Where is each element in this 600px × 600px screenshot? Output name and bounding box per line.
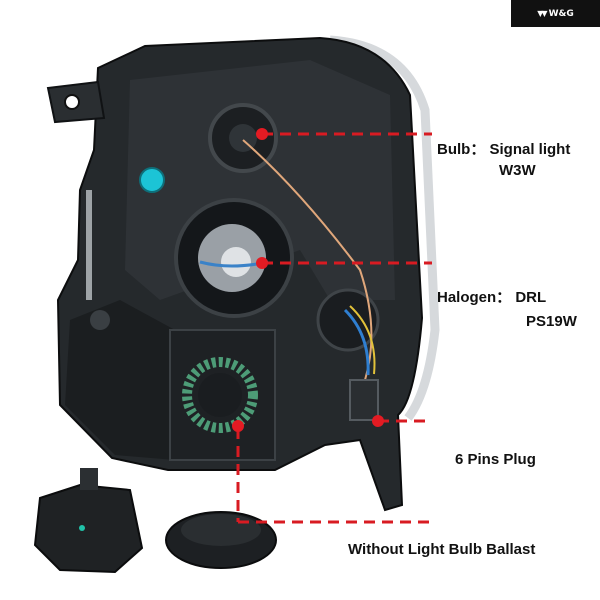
housing-panel-lower xyxy=(65,300,175,460)
dust-cover-tab xyxy=(80,468,98,490)
callout-bulb-value: W3W xyxy=(499,162,536,179)
dust-cover-dot xyxy=(79,525,85,531)
led-ring xyxy=(182,357,258,433)
six-pin-plug xyxy=(349,379,379,421)
marker-bulb xyxy=(256,128,268,140)
mounting-hole xyxy=(64,94,80,110)
callout-lines xyxy=(236,132,432,524)
marker-plug xyxy=(372,415,384,427)
marker-ballast xyxy=(232,420,244,432)
brand-text: W&G xyxy=(548,8,574,19)
projector-lens xyxy=(198,373,242,417)
callout-ballast-label: Without Light Bulb Ballast xyxy=(348,541,536,558)
callout-halogen-value: PS19W xyxy=(526,313,577,330)
brand-watermark: ▼▼ W&G xyxy=(511,0,600,27)
cyan-cap xyxy=(139,167,165,193)
callout-bulb-label: Bulb： Signal light xyxy=(437,141,571,158)
callout-halogen-label: Halogen： DRL xyxy=(437,289,547,306)
lens-edge xyxy=(329,35,440,421)
adjuster-rod xyxy=(86,190,92,300)
drl-bulb-center xyxy=(221,247,251,277)
wire-bundle xyxy=(343,308,370,376)
right-socket xyxy=(316,288,380,352)
adjuster-knob xyxy=(90,310,110,330)
callout-plug-label: 6 Pins Plug xyxy=(455,451,536,468)
marker-halogen xyxy=(256,257,268,269)
wings-icon: ▼▼ xyxy=(537,9,547,18)
dust-cover xyxy=(33,483,144,574)
wire-bundle-2 xyxy=(349,305,376,375)
round-cap-top xyxy=(181,514,261,546)
